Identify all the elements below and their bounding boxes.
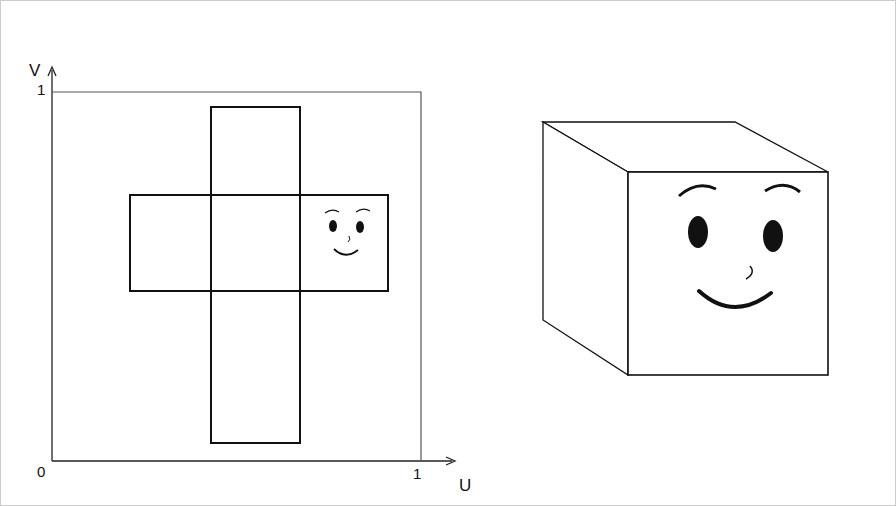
cube-front [628, 172, 828, 375]
net-face [325, 209, 370, 255]
v-arrowhead [48, 67, 56, 76]
net-horizontal-strip [130, 195, 388, 291]
cube-face [679, 185, 800, 307]
axis-tick: 1 [37, 82, 45, 97]
axis-name: U [459, 477, 471, 494]
net-vertical-strip [211, 107, 300, 443]
cube-net [130, 107, 388, 443]
v-axis [51, 70, 52, 461]
axis-origin: 0 [37, 464, 45, 479]
u-axis [52, 460, 452, 461]
cube-3d [543, 122, 828, 375]
axis-name: V [29, 62, 40, 79]
axis-tick: 1 [413, 466, 421, 481]
u-arrowhead [446, 457, 455, 465]
cube-left [543, 122, 628, 375]
uv-axes [48, 67, 455, 465]
unit-square [52, 92, 421, 461]
